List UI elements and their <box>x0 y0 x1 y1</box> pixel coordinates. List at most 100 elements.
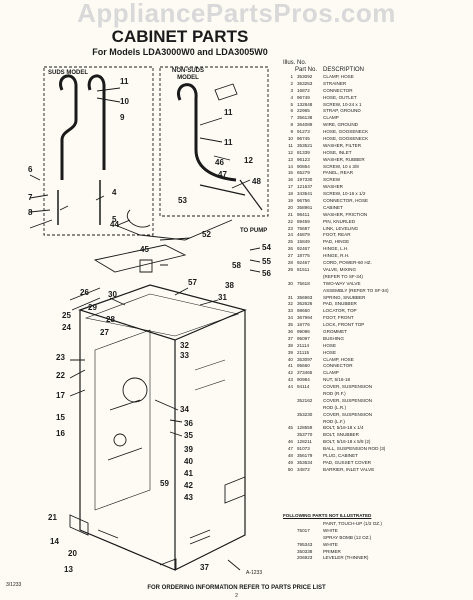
part-number: 128559 <box>297 425 313 431</box>
part-description: HOSE <box>323 342 337 348</box>
callout-10: 10 <box>120 97 129 106</box>
illus-number: 40 <box>287 356 293 362</box>
illus-number: 14 <box>287 163 293 169</box>
callout-11c: 11 <box>224 138 233 147</box>
part-description: CLAMP <box>323 115 339 121</box>
part-description: CONNECTOR <box>323 363 353 369</box>
illus-number: 6 <box>290 108 293 114</box>
part-number: 358961 <box>297 204 313 210</box>
part-description: STRAP, GROUND <box>323 108 361 114</box>
callout-57: 57 <box>188 278 197 287</box>
to-pump-label: TO PUMP <box>240 228 268 234</box>
callout-58: 58 <box>232 261 241 270</box>
part-number: 90984 <box>297 377 310 383</box>
illus-number: 3 <box>290 87 293 93</box>
callout-55: 55 <box>262 257 271 266</box>
illus-number: 19 <box>287 198 293 204</box>
callout-11b: 11 <box>224 108 233 117</box>
callout-43: 43 <box>184 493 193 502</box>
callout-8: 8 <box>28 208 33 217</box>
parts-row: (REFER TO SF-34) <box>283 274 473 281</box>
illus-number: 48 <box>287 452 293 458</box>
illus-number: 23 <box>287 225 293 231</box>
illus-number: 13 <box>287 156 293 162</box>
part-description: SCREW, 10-16 x 1/2 <box>323 191 366 197</box>
part-number: 91273 <box>297 129 310 135</box>
exploded-diagram: 11 10 9 6 7 8 4 5 11 11 46 12 47 48 53 4… <box>28 66 271 574</box>
part-number: 18775 <box>297 253 310 259</box>
illus-number: 44 <box>287 384 293 390</box>
part-description: CORD, POWER-60 HZ. <box>323 260 372 266</box>
part-description: COVER, SUSPENSION <box>323 411 373 417</box>
description-header: DESCRIPTION <box>323 67 365 73</box>
part-number: 21115 <box>297 349 310 355</box>
part-number: 364089 <box>297 122 313 128</box>
callout-59: 59 <box>160 479 169 488</box>
part-number: 362626 <box>297 301 313 307</box>
parts-row: ROD (L.F.) <box>283 419 473 426</box>
part-number: 96123 <box>297 156 310 162</box>
illus-number: 34 <box>287 315 293 321</box>
part-number: 353253 <box>297 80 313 86</box>
part-number: 45879 <box>297 232 310 238</box>
part-description: LINK, LEVELING <box>323 225 359 231</box>
illus-number: 37 <box>287 335 293 341</box>
callout-14: 14 <box>50 537 59 546</box>
part-description: LEVELER (THINNER) <box>323 555 369 561</box>
part-description: CLAMP, HOSE <box>323 74 354 79</box>
part-number: 91073 <box>297 446 310 452</box>
part-number: 16872 <box>297 87 310 93</box>
part-description: WASHER, RUBBER <box>323 156 365 162</box>
part-number: 92467 <box>297 260 310 266</box>
part-number: 81339 <box>297 149 310 155</box>
callout-13: 13 <box>64 565 73 574</box>
illus-number: 28 <box>287 260 293 266</box>
illus-number: 24 <box>287 232 293 238</box>
part-description: SPRING, SNUBBER <box>323 294 366 300</box>
part-number: 353097 <box>297 356 313 362</box>
part-number: 353092 <box>297 74 313 79</box>
callout-40: 40 <box>184 457 193 466</box>
part-number: 367994 <box>297 315 313 321</box>
illus-number: 47 <box>287 446 293 452</box>
callout-12: 12 <box>244 156 253 165</box>
suds-inset-box <box>43 66 154 236</box>
part-number: 353770 <box>297 432 313 438</box>
part-description: FOOT, REAR <box>323 232 351 238</box>
part-number: 34872 <box>297 466 310 472</box>
illus-no-header: Illus. No. <box>283 60 307 66</box>
callout-25: 25 <box>62 311 71 320</box>
part-description: BOLT, 5/16-18 x 5/8 (2) <box>323 439 371 445</box>
part-description: ROD (L.R.) <box>323 404 346 410</box>
parts-row: ROD (L.R.) <box>283 405 473 412</box>
part-number: 353230 <box>297 411 313 417</box>
part-description: WHITE <box>323 541 338 547</box>
illus-number: 12 <box>287 149 293 155</box>
part-number: 121637 <box>297 184 313 190</box>
illus-number: 32 <box>287 301 293 307</box>
callout-45: 45 <box>140 245 149 254</box>
callout-37: 37 <box>200 563 209 572</box>
part-description: PAD, GUSSET COVER <box>323 459 372 465</box>
part-number: 96745 <box>297 136 310 142</box>
callout-5: 5 <box>112 215 117 224</box>
part-number: 128211 <box>297 439 312 445</box>
illus-number: 42 <box>287 370 293 376</box>
illus-number: 10 <box>287 136 293 142</box>
